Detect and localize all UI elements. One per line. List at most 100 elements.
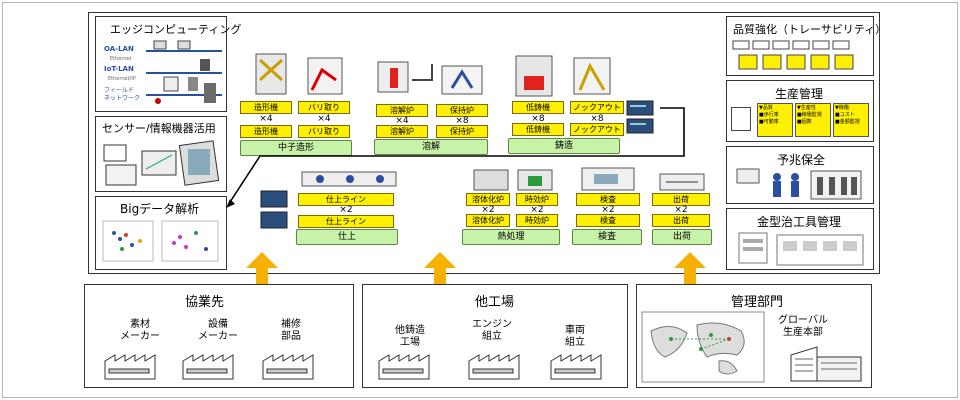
sensor-panel: センサー/情報機器活用 [95, 116, 227, 192]
server-icon [626, 100, 654, 134]
metric-productivity-label: ▼生産性 [797, 105, 816, 111]
production-panel: 生産管理 ▼品質 ■歩行率 ■可動率 ▼生産性 ■稼働監視 ■個数 ▼稼働 ■コ… [726, 80, 874, 142]
machine-knockout: ノックアウト [570, 101, 624, 114]
group-shiage: 仕上 [296, 229, 398, 245]
mult-shukka: ×2 [674, 205, 688, 215]
mult-youkairo: ×4 [395, 116, 409, 126]
machine-hojiro-2: 保持炉 [436, 125, 488, 138]
mold-title: 金型治工具管理 [757, 215, 842, 229]
netsu-furnace-image [473, 169, 553, 191]
quality-title: 品質強化（トレーサビリティ） [733, 23, 887, 36]
mgmt-item-global: グローバル 生産本部 [778, 315, 828, 338]
metric-item-1: ■歩行率 [759, 112, 779, 118]
group-netsushori: 熱処理 [462, 229, 560, 245]
machine-kensa: 検査 [576, 193, 640, 206]
factory-item-engine: エンジン 組立 [472, 319, 512, 342]
oa-lan-label: OA-LAN [104, 45, 134, 53]
mult-hojiro: ×8 [455, 116, 469, 126]
partner-panel: 協業先 素材 メーカー 設備 メーカー 補修 部品 [84, 284, 354, 388]
partner-item-hoshuu: 補修 部品 [281, 319, 301, 342]
metric-productivity: ▼生産性 ■稼働監視 ■個数 [795, 103, 831, 137]
machine-hojiro: 保持炉 [436, 104, 488, 117]
other-factory-title: 他工場 [475, 295, 515, 310]
machine-youkairo: 溶解炉 [376, 104, 428, 117]
chuuzou-machines-image [515, 55, 611, 97]
machine-teichuuki-2: 低鋳機 [512, 123, 564, 136]
edge-computing-title: エッジコンピューティング [110, 23, 242, 36]
management-panel: 管理部門 グローバル 生産本部 [636, 284, 872, 388]
edge-computing-panel: エッジコンピューティング OA-LAN Ethernet IoT-LAN Eth… [95, 16, 241, 112]
partner-factories-image [104, 354, 314, 380]
process-flow-line [226, 107, 685, 208]
production-title: 生産管理 [775, 87, 824, 101]
kensa-image [581, 167, 635, 191]
machine-teichuuki: 低鋳機 [512, 101, 564, 114]
field-network-label: フィールド ネットワーク [104, 87, 141, 102]
partner-title: 協業先 [185, 295, 225, 310]
management-title: 管理部門 [731, 295, 784, 310]
mult-zoukeiki: ×4 [259, 114, 273, 124]
network-diagram-image [146, 40, 222, 104]
mold-management-panel: 金型治工具管理 [726, 208, 874, 270]
group-youkai: 溶解 [374, 139, 488, 155]
bigdata-charts-image [102, 220, 219, 262]
mold-tools-image [738, 232, 864, 266]
metric-item-3: ■稼働監視 [797, 112, 822, 118]
machine-shiage-line: 仕上ライン [298, 193, 394, 206]
server-icon-2 [260, 190, 288, 229]
machine-youtaikaro: 溶体化炉 [466, 193, 510, 206]
chuushi-machines-image [255, 53, 343, 95]
machine-youtaikaro-2: 溶体化炉 [466, 214, 510, 227]
oa-lan-sub: Ethernet [110, 56, 132, 62]
shiage-line-image [301, 171, 397, 187]
quality-panel: 品質強化（トレーサビリティ） [726, 16, 886, 76]
predictive-maintenance-panel: 予兆保全 [726, 146, 874, 204]
production-legend-box [731, 107, 751, 131]
youkai-machines-image [377, 61, 483, 95]
production-metrics: ▼品質 ■歩行率 ■可動率 ▼生産性 ■稼働監視 ■個数 ▼稼働 ■コスト ■金… [757, 103, 869, 137]
metric-item-6: ■金額監視 [835, 119, 860, 125]
traceability-flow-image [732, 40, 854, 70]
machine-knockout-2: ノックアウト [570, 123, 624, 136]
machine-youkairo-2: 溶解炉 [376, 125, 428, 138]
metric-operation-label: ▼稼働 [835, 105, 849, 111]
maintenance-workers-image [736, 168, 862, 200]
metric-quality: ▼品質 ■歩行率 ■可動率 [757, 103, 793, 137]
machine-shukka: 出荷 [652, 193, 710, 206]
sensor-title: センサー/情報機器活用 [102, 122, 216, 135]
factory-item-chuuzou: 他鋳造 工場 [395, 325, 425, 348]
shukka-image [659, 173, 705, 191]
other-factories-image [378, 354, 602, 380]
machine-shukka-2: 出荷 [652, 214, 710, 227]
bigdata-title: Bigデータ解析 [120, 202, 200, 216]
predictive-title: 予兆保全 [777, 153, 826, 167]
machine-baritori-2: バリ取り [298, 125, 350, 138]
metric-quality-label: ▼品質 [759, 105, 773, 111]
mult-baritori: ×4 [317, 114, 331, 124]
other-factory-panel: 他工場 他鋳造 工場 エンジン 組立 車両 組立 [362, 284, 628, 388]
mult-knockout: ×8 [590, 114, 604, 124]
metric-item-2: ■可動率 [759, 119, 779, 125]
machine-baritori: バリ取り [298, 101, 350, 114]
mult-teichuuki: ×8 [531, 114, 545, 124]
machine-shiage-line-2: 仕上ライン [298, 215, 394, 228]
bigdata-panel: Bigデータ解析 [95, 196, 227, 270]
mult-youtaikaro: ×2 [481, 205, 495, 215]
machine-kensa-2: 検査 [576, 214, 640, 227]
factory-item-sharyou: 車両 組立 [565, 325, 585, 348]
group-kensa: 検査 [572, 229, 642, 245]
mult-shiage: ×2 [339, 205, 353, 215]
group-shukka: 出荷 [652, 229, 712, 245]
metric-item-5: ■コスト [835, 112, 855, 118]
world-map-image [641, 311, 765, 383]
iot-lan-label: IoT-LAN [104, 65, 134, 73]
machine-jikouro: 時効炉 [516, 193, 558, 206]
iot-lan-sub: Ethernet/IP [108, 76, 136, 82]
headquarters-building-image [790, 346, 862, 382]
sensor-devices-image [103, 140, 220, 186]
metric-operation: ▼稼働 ■コスト ■金額監視 [833, 103, 869, 137]
machine-zoukeiki: 造形機 [240, 101, 292, 114]
mult-jikouro: ×2 [530, 205, 544, 215]
machine-zoukeiki-2: 造形機 [240, 125, 292, 138]
